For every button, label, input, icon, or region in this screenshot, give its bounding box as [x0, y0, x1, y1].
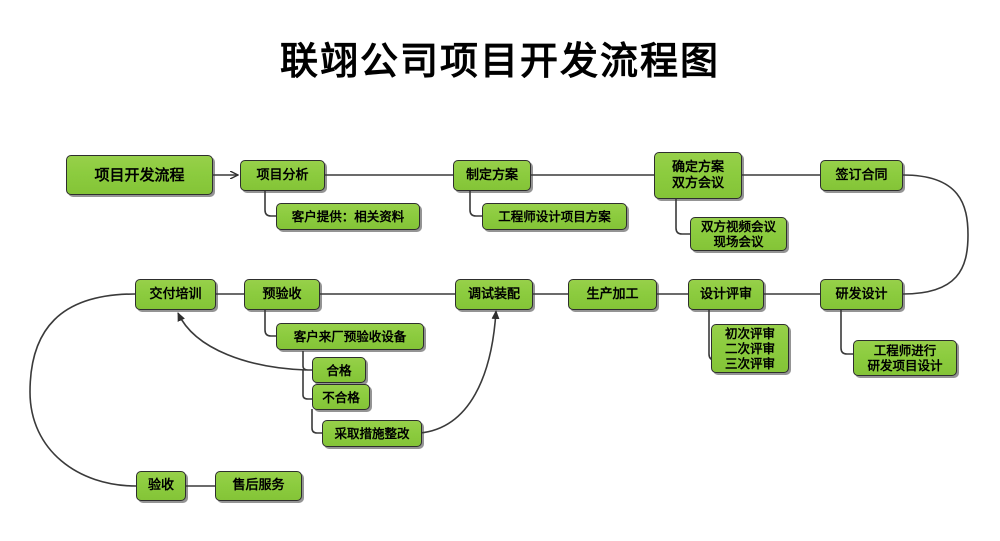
node-acceptance[interactable]: 验收 — [136, 471, 186, 501]
node-pre-acceptance[interactable]: 预验收 — [244, 279, 320, 310]
node-video-and-onsite-meeting[interactable]: 双方视频会议 现场会议 — [690, 217, 787, 251]
wire-note-to-fail — [302, 370, 312, 400]
wire-confirm-note — [675, 199, 690, 235]
wire-delivery-to-accept — [29, 293, 137, 487]
node-take-corrective-measures[interactable]: 采取措施整改 — [322, 420, 422, 447]
node-qualified[interactable]: 合格 — [312, 357, 366, 383]
wire-note-to-pass — [302, 351, 312, 371]
node-customer-provides-materials[interactable]: 客户提供：相关资料 — [276, 203, 420, 230]
wire-fail-to-rectify — [311, 409, 322, 434]
node-unqualified[interactable]: 不合格 — [312, 384, 370, 410]
node-after-sales-service[interactable]: 售后服务 — [215, 471, 302, 501]
node-formulate-plan[interactable]: 制定方案 — [453, 160, 531, 191]
node-customer-onsite-pre-acceptance[interactable]: 客户来厂预验收设备 — [276, 323, 424, 350]
node-project-development-process[interactable]: 项目开发流程 — [66, 155, 213, 195]
node-project-analysis[interactable]: 项目分析 — [240, 160, 325, 191]
node-confirm-plan-bilateral-meeting[interactable]: 确定方案 双方会议 — [654, 152, 742, 199]
node-engineer-designs-project-plan[interactable]: 工程师设计项目方案 — [482, 203, 627, 230]
wire-preaccept-note — [264, 310, 276, 337]
wire-contract-to-rnd — [902, 174, 969, 295]
node-sign-contract[interactable]: 签订合同 — [820, 160, 903, 191]
node-debug-assembly[interactable]: 调试装配 — [455, 279, 533, 310]
page-title: 联翊公司项目开发流程图 — [279, 38, 720, 83]
wire-plan-note — [469, 191, 482, 217]
wire-rnd-note — [840, 310, 853, 355]
node-design-review[interactable]: 设计评审 — [688, 279, 764, 310]
node-rnd-design[interactable]: 研发设计 — [820, 279, 903, 310]
node-production-processing[interactable]: 生产加工 — [568, 279, 657, 310]
node-delivery-training[interactable]: 交付培训 — [135, 279, 216, 310]
wire-rectify-to-assemble — [419, 310, 500, 434]
node-review-rounds[interactable]: 初次评审 二次评审 三次评审 — [711, 324, 789, 373]
wire-analysis-note — [264, 191, 276, 217]
node-engineer-rnd-project-design[interactable]: 工程师进行 研发项目设计 — [853, 340, 957, 376]
